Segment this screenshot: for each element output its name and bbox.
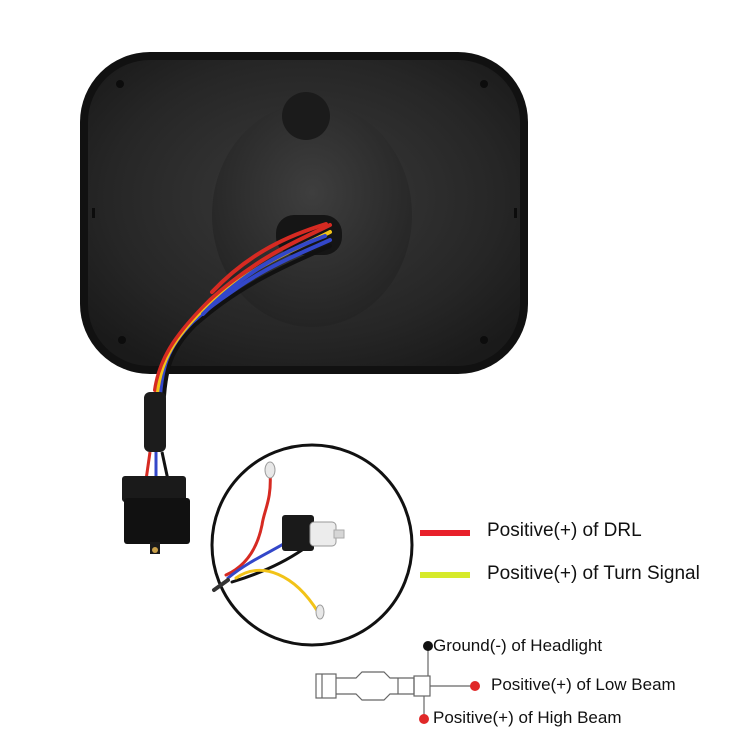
ground-pin-dot	[423, 641, 433, 651]
legend-drl-label: Positive(+) of DRL	[487, 520, 642, 541]
wire-sleeve	[144, 392, 170, 481]
drl-swatch	[420, 530, 470, 536]
low-beam-pin-label: Positive(+) of Low Beam	[491, 675, 676, 694]
high-beam-pin-label: Positive(+) of High Beam	[433, 708, 622, 727]
connector-inset	[210, 443, 414, 647]
legend-turn-signal-label: Positive(+) of Turn Signal	[487, 563, 700, 584]
wire-harness	[153, 222, 332, 398]
high-beam-pin-dot	[419, 714, 429, 724]
low-beam-pin-dot	[470, 681, 480, 691]
h4-connector	[122, 476, 190, 554]
ground-pin-label: Ground(-) of Headlight	[433, 636, 603, 655]
turn-signal-swatch	[420, 572, 470, 578]
plug-drawing	[315, 646, 475, 718]
